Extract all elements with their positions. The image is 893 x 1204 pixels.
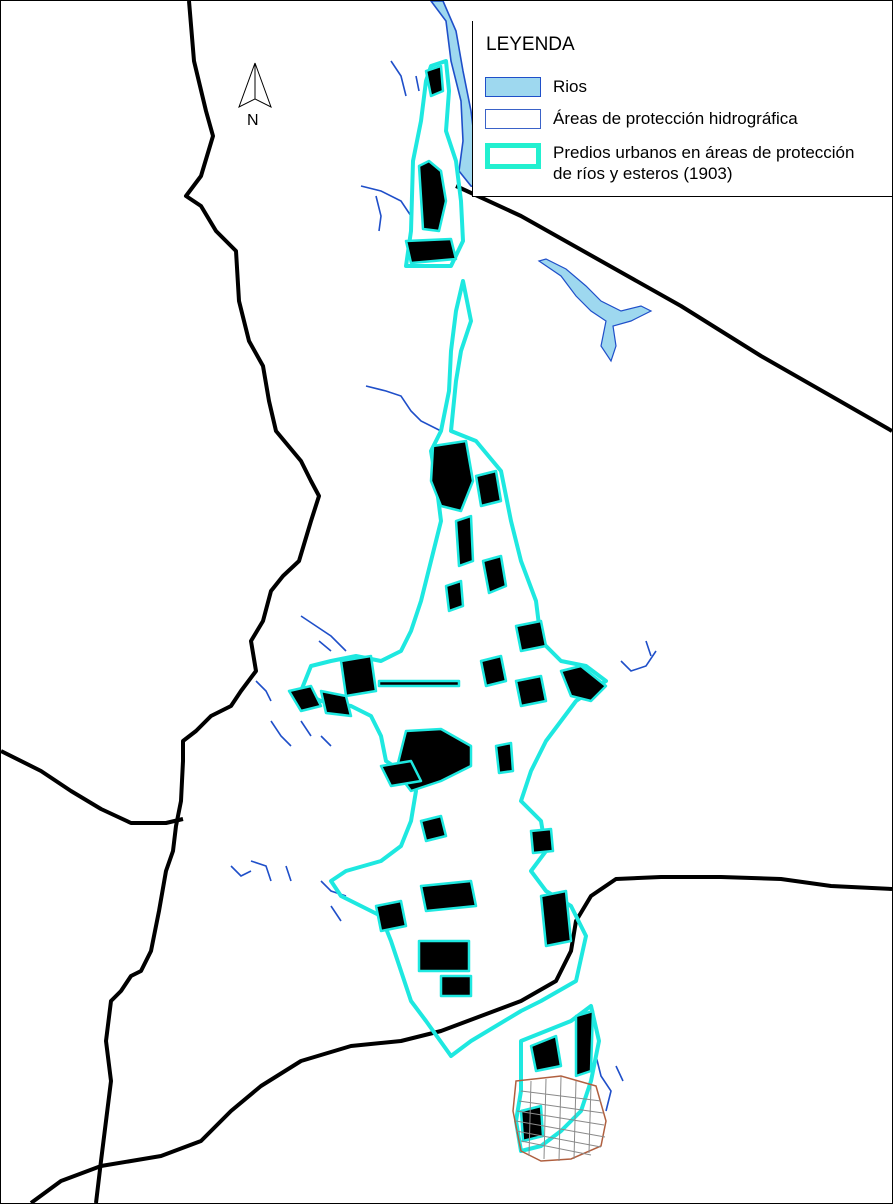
parcel-north-2	[424, 64, 445, 98]
parcel-north-1	[417, 159, 448, 233]
boundary-south	[29, 875, 892, 1203]
urban-grid-south	[512, 1075, 607, 1162]
north-arrow-icon	[238, 62, 272, 109]
parcel-south-1	[419, 814, 448, 843]
stream-east-a	[620, 640, 657, 672]
urban-parcel-swatch-icon	[485, 143, 541, 169]
legend-label-proteccion: Áreas de protección hidrográfica	[553, 109, 798, 128]
parcel-grid-block-2	[439, 974, 473, 998]
boundary-northeast	[455, 184, 892, 433]
legend-title: LEYENDA	[486, 34, 575, 55]
legend: LEYENDA Rios Áreas de protección hidrogr…	[472, 21, 892, 197]
stream-mid-b	[300, 615, 347, 652]
rivers	[230, 1, 657, 1112]
legend-item-rios: Rios	[473, 74, 892, 99]
stream-mid-c	[255, 680, 332, 747]
parcel-center-7	[514, 619, 548, 653]
parcel-center-1	[339, 654, 378, 698]
protection-area-corridor	[299, 279, 608, 1058]
parcel-center-8	[514, 674, 548, 708]
parcel-mid-1	[429, 439, 475, 513]
parcel-center-5	[379, 759, 423, 788]
boundary-southwest	[1, 749, 184, 825]
parcel-south-6	[529, 1034, 563, 1073]
north-label: N	[247, 112, 259, 129]
river-swatch-icon	[485, 77, 541, 97]
urban-grid-lines	[515, 1076, 606, 1162]
parcel-center-6	[479, 654, 508, 688]
parcel-south-3	[419, 879, 478, 913]
legend-label-rios: Rios	[553, 77, 588, 96]
stream-south-a	[230, 860, 292, 882]
parcel-center-2	[287, 684, 323, 713]
parcel-east-1	[559, 664, 608, 703]
parcel-mid-4	[481, 554, 508, 595]
legend-label-predios: Predios urbanos en áreas de protección d…	[553, 143, 855, 183]
parcel-south-7	[574, 1009, 595, 1078]
stream-north-b	[390, 60, 420, 97]
urban-parcels	[287, 64, 608, 1143]
parcel-grid-block	[417, 939, 471, 973]
boundary-west	[94, 1, 321, 1203]
parcel-mid-3	[454, 514, 475, 568]
parcel-center-3	[319, 689, 353, 718]
parcel-mid-5	[444, 579, 465, 613]
stream-mid-a	[365, 385, 442, 432]
parcel-north-3	[404, 237, 458, 265]
legend-item-predios: Predios urbanos en áreas de protección d…	[473, 139, 892, 187]
stream-north-a	[360, 185, 412, 232]
parcel-strip	[377, 679, 461, 688]
north-arrow: N	[233, 61, 277, 141]
parcel-south-5	[539, 889, 573, 948]
legend-item-proteccion: Áreas de protección hidrográfica	[473, 106, 892, 131]
parcel-south-4	[374, 899, 408, 933]
parcel-center-9	[494, 741, 515, 775]
river-east	[537, 258, 653, 363]
parcel-south-2	[529, 827, 555, 855]
parcel-mid-2	[474, 469, 503, 508]
stream-southeast	[595, 1055, 624, 1112]
protection-area-north	[404, 59, 465, 268]
protection-area-swatch-icon	[485, 109, 541, 129]
